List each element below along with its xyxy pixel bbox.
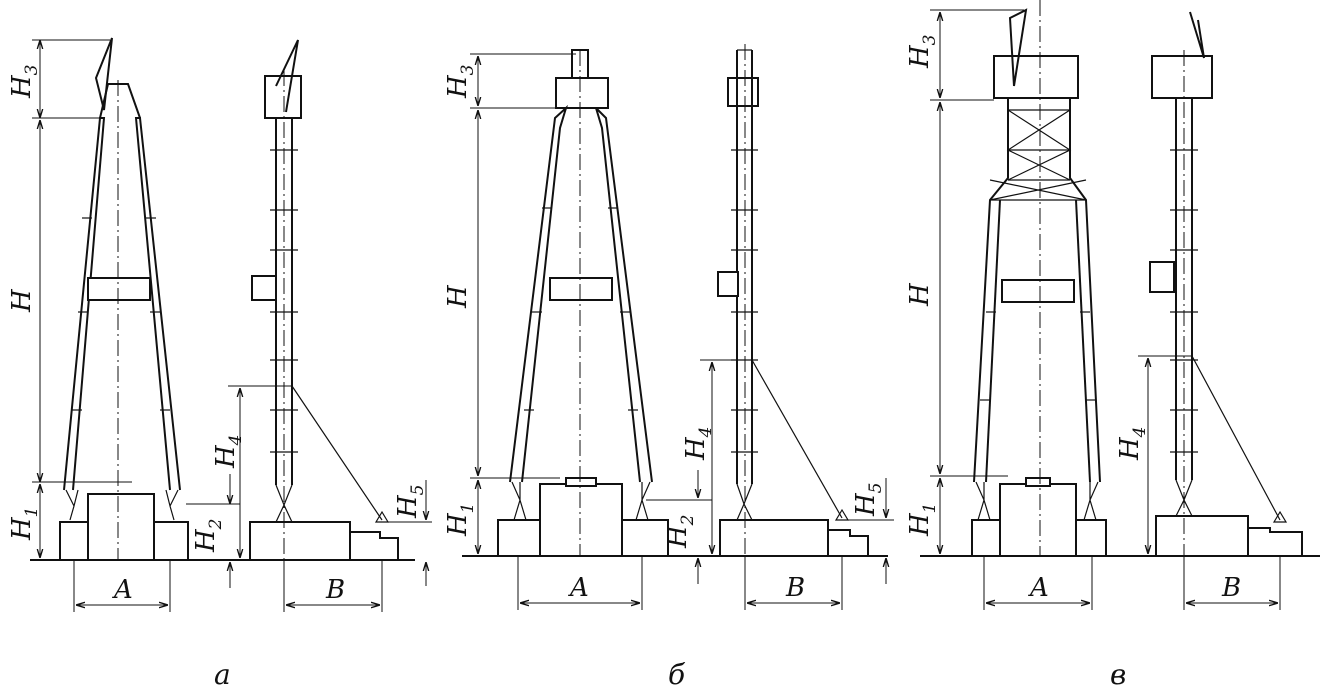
crown-block-side bbox=[264, 75, 302, 119]
caption-a: а bbox=[214, 658, 231, 691]
caption-b: б bbox=[668, 658, 686, 691]
side-view-a bbox=[249, 39, 399, 561]
crown-tip bbox=[94, 37, 113, 111]
label-A-a: A bbox=[112, 575, 133, 605]
mast-legs bbox=[63, 83, 181, 521]
label-H-v: H bbox=[905, 282, 935, 307]
label-H5-a: H5 bbox=[393, 484, 428, 519]
label-B-b: B bbox=[785, 573, 805, 603]
label-H4-b: H4 bbox=[681, 426, 716, 461]
label-H3-b: H3 bbox=[443, 64, 478, 99]
panel-v: H3 H H1 H4 A B в bbox=[905, 0, 1320, 691]
label-H1-b: H1 bbox=[443, 502, 478, 537]
label-H4-a: H4 bbox=[211, 434, 246, 469]
caption-v: в bbox=[1110, 658, 1126, 691]
panel-b: H3 H H1 H4 H2 H5 A B б bbox=[443, 44, 894, 691]
drawworks-block bbox=[87, 493, 155, 561]
label-H5-b: H5 bbox=[851, 482, 886, 517]
label-H2-b: H2 bbox=[663, 514, 698, 549]
label-A-v: A bbox=[1028, 573, 1049, 603]
label-H1-v: H1 bbox=[905, 502, 940, 537]
label-A-b: A bbox=[568, 573, 589, 603]
label-H3-a: H3 bbox=[7, 64, 42, 99]
panel-a: H3 H H1 H4 H2 H5 A B а bbox=[7, 37, 432, 691]
cross-platform bbox=[87, 277, 151, 301]
label-B-a: B bbox=[325, 575, 345, 605]
label-H4-v: H4 bbox=[1115, 426, 1150, 461]
label-H-b: H bbox=[443, 284, 473, 309]
leg-ticks bbox=[72, 217, 170, 411]
label-H3-v: H3 bbox=[905, 34, 940, 69]
label-H1-a: H1 bbox=[7, 506, 42, 541]
label-H2-a: H2 bbox=[191, 518, 226, 553]
dimensions-a bbox=[32, 39, 432, 612]
label-H-a: H bbox=[7, 288, 37, 313]
label-B-v: B bbox=[1221, 573, 1241, 603]
